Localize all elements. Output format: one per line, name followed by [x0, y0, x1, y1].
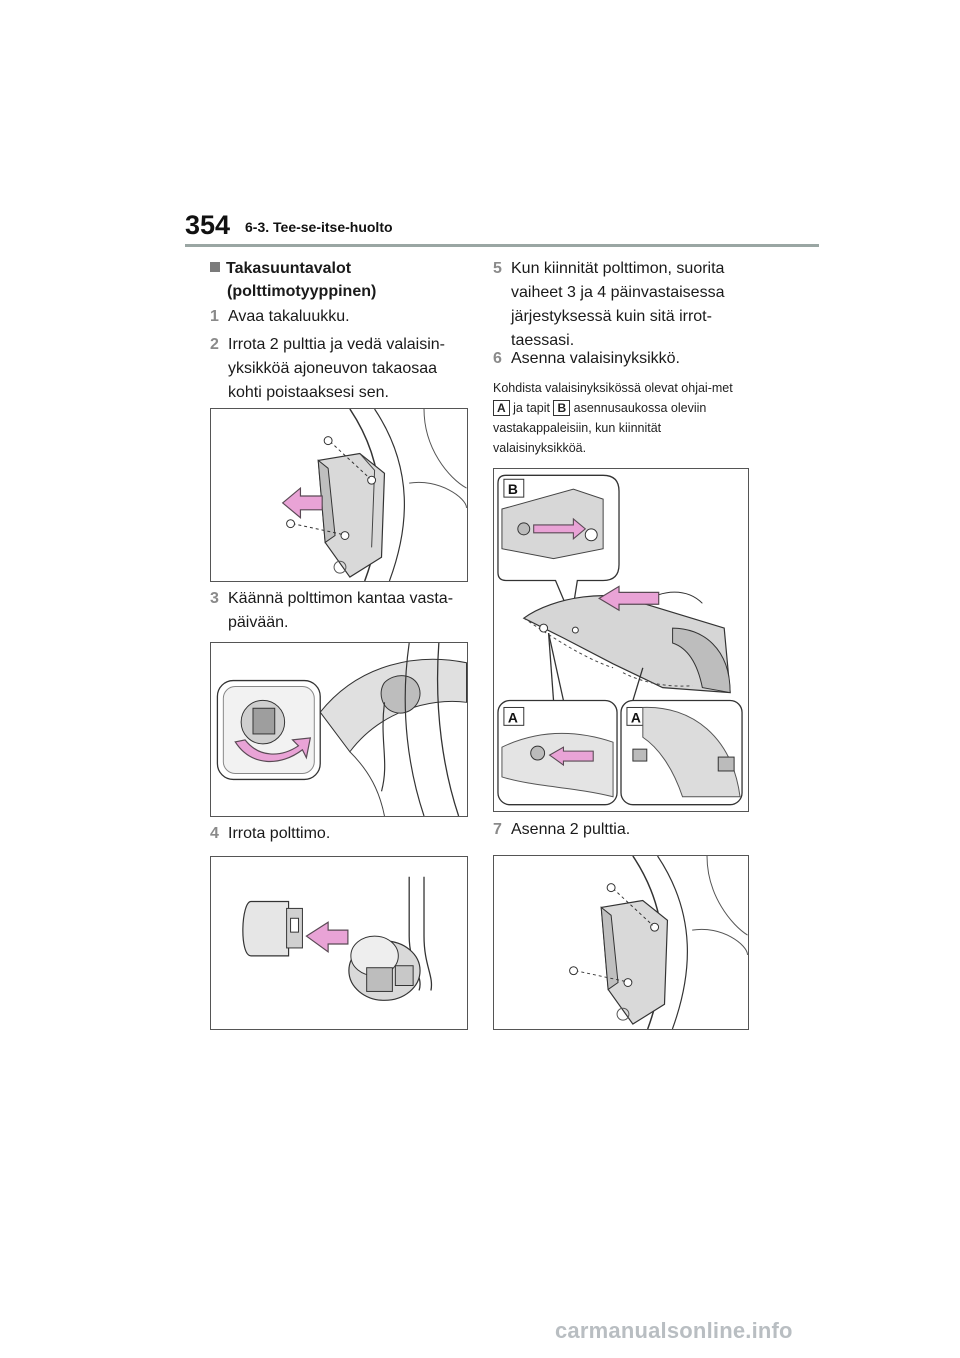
section-heading: Takasuuntavalot (polttimotyyppinen) — [210, 257, 460, 303]
step-text: Avaa takaluukku. — [228, 308, 350, 325]
step-text: Asenna valaisinyksikkö. — [511, 350, 680, 367]
step-number: 2 — [210, 336, 219, 353]
step-7: 7 Asenna 2 pulttia. — [493, 818, 743, 842]
figure-remove-taillight — [210, 408, 468, 582]
step-number: 1 — [210, 308, 219, 325]
alignment-note: Kohdista valaisinyksikössä olevat ohjai-… — [493, 378, 751, 458]
alignment-illustration: B A A — [497, 474, 743, 806]
page-number: 354 — [185, 210, 231, 240]
note-text: asennusaukossa oleviin vastakappaleisiin… — [493, 401, 707, 455]
socket-rotation-illustration — [216, 643, 467, 816]
figure-label-a-left: A — [508, 709, 518, 725]
taillight-removal-illustration — [281, 409, 467, 581]
figure-remove-bulb — [210, 856, 468, 1030]
square-bullet-icon — [210, 262, 220, 272]
watermark: carmanualsonline.info — [555, 1318, 793, 1343]
step-number: 5 — [493, 260, 502, 277]
step-4: 4 Irrota polttimo. — [210, 822, 470, 846]
step-text: Irrota 2 pulttia ja vedä valaisin-yksikk… — [228, 336, 445, 401]
note-text: ja tapit — [513, 401, 550, 415]
bolt-install-illustration — [569, 856, 748, 1029]
header-divider — [185, 244, 819, 247]
step-number: 6 — [493, 350, 502, 367]
step-3: 3 Käännä polttimon kantaa vasta-päivään. — [210, 587, 470, 635]
step-1: 1 Avaa takaluukku. — [210, 305, 470, 329]
step-text: Asenna 2 pulttia. — [511, 821, 631, 838]
step-text: Kun kiinnität polttimon, suorita vaiheet… — [511, 260, 725, 349]
step-text: Käännä polttimon kantaa vasta-päivään. — [228, 590, 454, 631]
step-number: 3 — [210, 590, 219, 607]
step-number: 4 — [210, 825, 219, 842]
figure-label-a-right: A — [631, 709, 641, 725]
figure-align-guides: B A A — [493, 468, 749, 812]
figure-install-bolts — [493, 855, 749, 1030]
figure-rotate-socket — [210, 642, 468, 817]
chapter-title: 6-3. Tee-se-itse-huolto — [245, 219, 393, 235]
note-text: Kohdista valaisinyksikössä olevat ohjai-… — [493, 381, 733, 395]
step-2: 2 Irrota 2 pulttia ja vedä valaisin-yksi… — [210, 333, 458, 405]
callout-a-label: A — [493, 400, 510, 416]
section-heading-line1: Takasuuntavalot — [226, 260, 352, 277]
bulb-removal-illustration — [242, 876, 433, 1001]
step-6: 6 Asenna valaisinyksikkö. — [493, 347, 743, 371]
section-heading-line2: (polttimotyyppinen) — [227, 283, 377, 300]
callout-b-label: B — [553, 400, 571, 416]
step-text: Irrota polttimo. — [228, 825, 331, 842]
figure-label-b: B — [508, 481, 518, 497]
step-number: 7 — [493, 821, 502, 838]
step-5: 5 Kun kiinnität polttimon, suorita vaihe… — [493, 257, 743, 353]
